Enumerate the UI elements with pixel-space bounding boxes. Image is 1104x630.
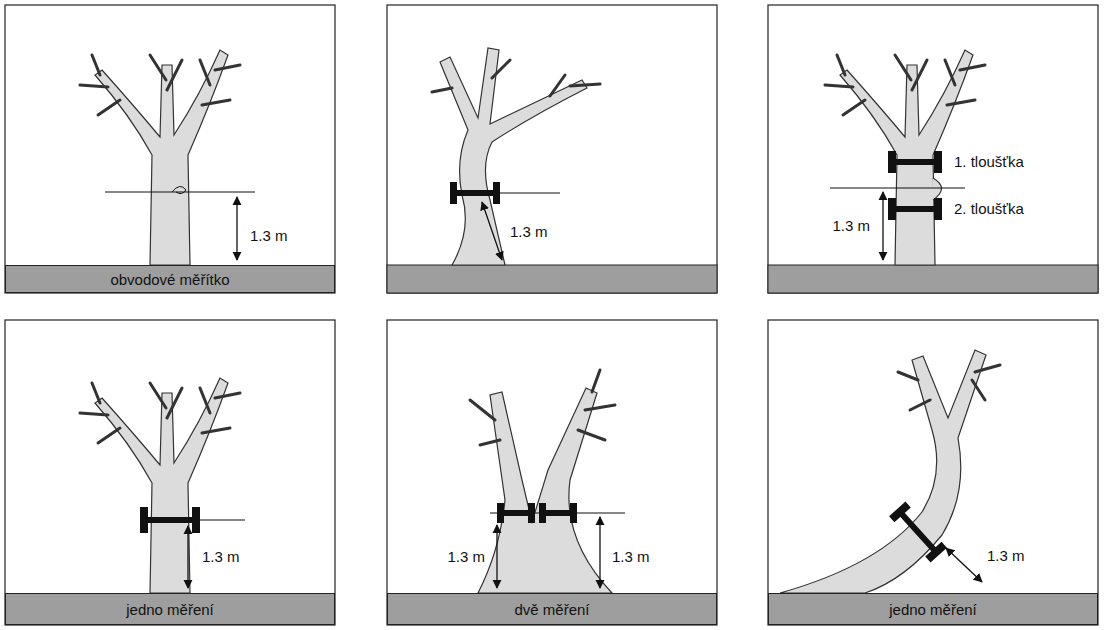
- height-dimension: 1.3 m: [248, 227, 290, 245]
- height-dimension: 1.3 m: [445, 548, 487, 566]
- ground-label: jedno měření: [126, 601, 214, 618]
- ground-band: obvodové měřítko: [5, 265, 335, 293]
- ground-label: obvodové měřítko: [110, 271, 229, 288]
- ground-label: dvě měření: [514, 601, 589, 618]
- ground-band: dvě měření: [387, 593, 717, 625]
- ground-band: [387, 265, 1098, 293]
- ground-label: jedno měření: [889, 601, 977, 618]
- height-dimension: 1.3 m: [985, 547, 1027, 565]
- height-dimension: 1.3 m: [610, 548, 652, 566]
- thickness-label: 1. tloušťka: [952, 153, 1026, 171]
- ground-band: jedno měření: [768, 593, 1098, 625]
- height-dimension: 1.3 m: [830, 217, 872, 235]
- height-dimension: 1.3 m: [200, 548, 242, 566]
- thickness-label: 2. tloušťka: [952, 200, 1026, 218]
- height-dimension: 1.3 m: [508, 223, 550, 241]
- ground-band: jedno měření: [5, 593, 335, 625]
- panel-frame: [5, 5, 1098, 625]
